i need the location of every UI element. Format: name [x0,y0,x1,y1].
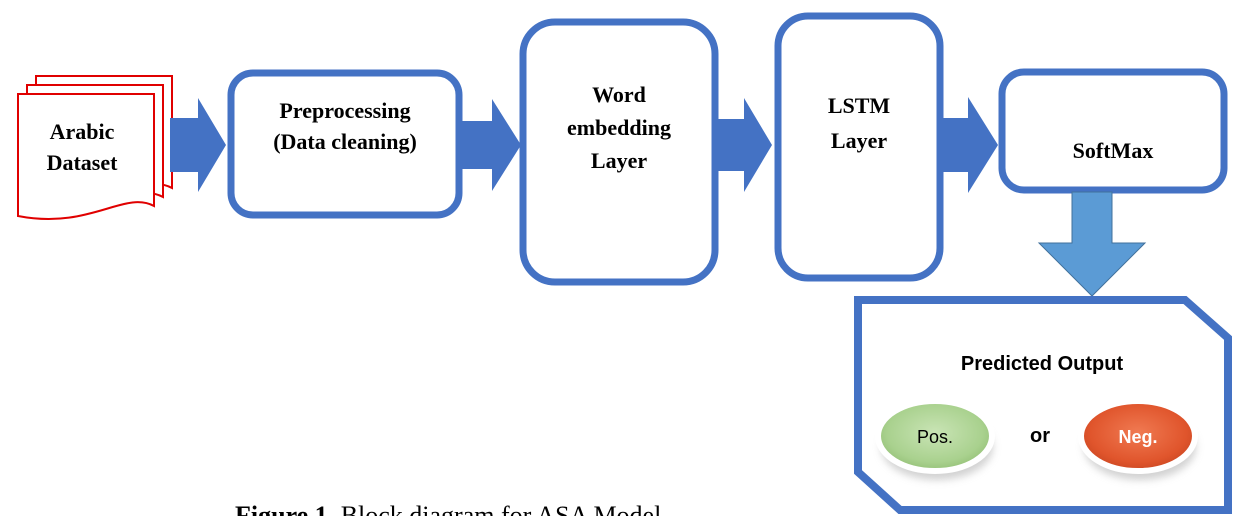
arrow-right-4 [941,97,998,193]
positive-label: Pos. [917,427,953,447]
lstm-label-line2: Layer [831,128,887,153]
embedding-box [519,18,719,286]
lstm-label-line1: LSTM [828,93,891,118]
preprocessing-box [227,69,463,219]
arrow-right-2 [460,99,521,191]
preprocessing-label-line1: Preprocessing [279,98,410,123]
positive-badge [875,398,995,474]
dataset-label-line1: Arabic [50,119,115,144]
or-connector: or [1030,425,1050,447]
figure-caption-label: Figure 1 [235,501,328,516]
embedding-label-line3: Layer [591,148,647,173]
preprocessing-label-line2: (Data cleaning) [273,129,417,154]
figure-caption: Figure 1. Block diagram for ASA Model [235,501,661,516]
softmax-node: SoftMax [998,68,1228,194]
negative-label: Neg. [1118,427,1157,447]
lstm-box [774,12,944,282]
arrow-right-1 [170,98,226,192]
preprocessing-node: Preprocessing (Data cleaning) [227,69,463,219]
dataset-node: Arabic Dataset [17,75,173,221]
dataset-page-front [17,93,155,221]
lstm-node: LSTM Layer [774,12,944,282]
softmax-label: SoftMax [1073,138,1154,163]
dataset-label-line2: Dataset [47,150,119,175]
negative-badge [1078,398,1198,474]
embedding-label-line1: Word [592,82,646,107]
output-title: Predicted Output [961,353,1124,375]
softmax-box [998,68,1228,194]
embedding-node: Word embedding Layer [519,18,719,286]
embedding-label-line2: embedding [567,115,671,140]
output-node: Predicted Output Pos. or Neg. [854,296,1232,514]
figure-caption-text: . Block diagram for ASA Model [328,501,662,516]
arrow-right-3 [716,98,772,192]
arrow-down [1037,191,1147,297]
